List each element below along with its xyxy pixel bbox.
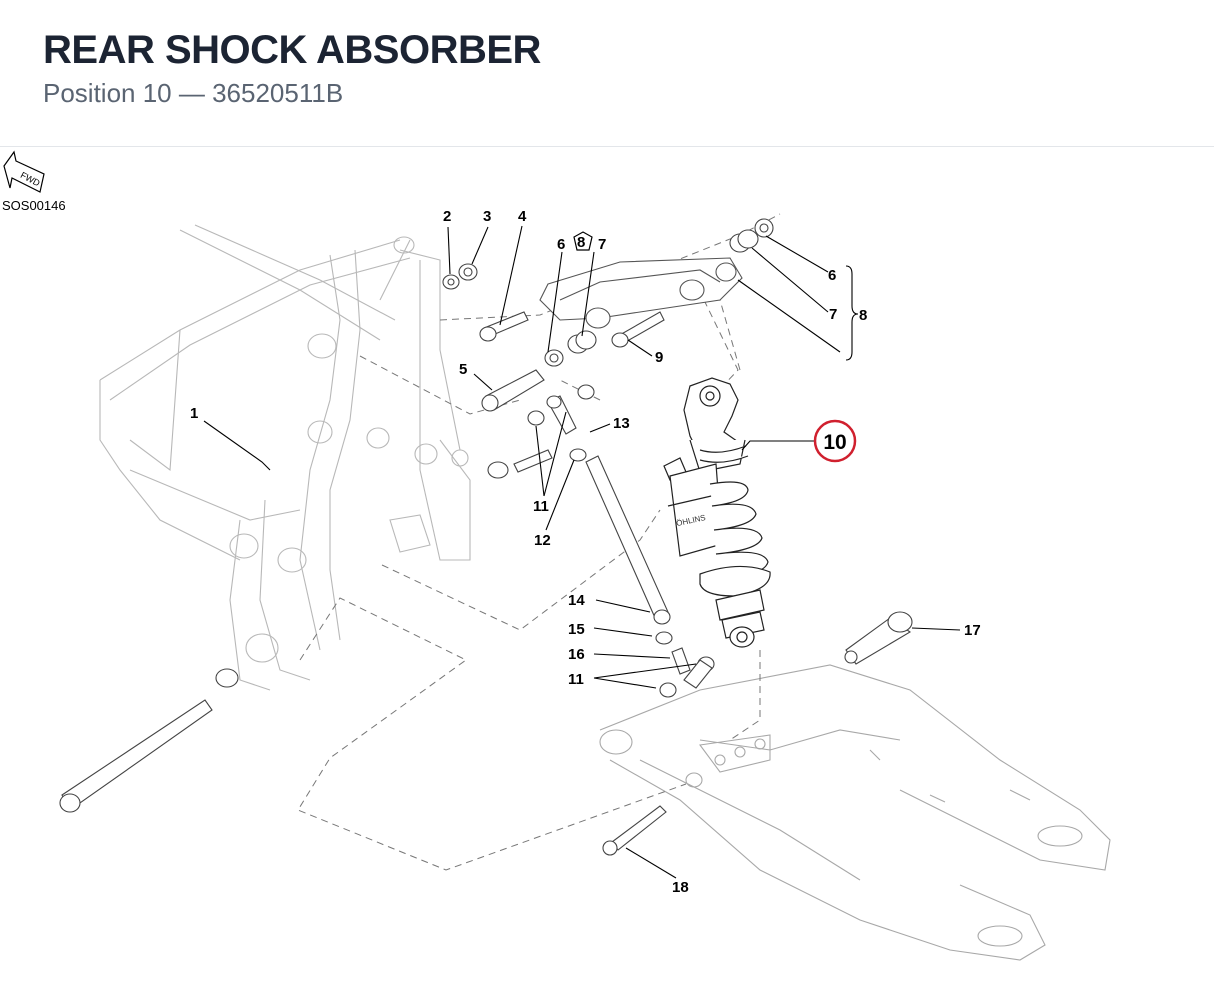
callout-18: 18 [672,879,689,896]
callout-5: 5 [459,361,467,378]
frame-outline [99,224,471,691]
washer-2 [442,274,460,290]
callout-1: 1 [190,405,198,422]
page-title: REAR SHOCK ABSORBER [43,28,541,72]
link-bushings-11-upper [527,384,595,426]
page-subtitle: Position 10 — 36520511B [43,78,344,108]
pivot-shaft [59,668,239,813]
callout-7-right: 7 [829,306,837,323]
leader-lines [203,225,961,879]
link-plate [546,395,577,435]
callout-labels: 1 2 3 4 5 6 8 7 6 7 8 9 10 11 12 13 14 1… [190,208,981,896]
threaded-pin [487,449,553,479]
bolt-9 [611,311,665,348]
seal-6-left [544,349,564,367]
bolt-4 [479,311,529,342]
callout-11-lower: 11 [568,671,584,688]
callout-11-upper: 11 [533,498,549,515]
bolt-18 [602,805,667,856]
callout-14: 14 [568,592,585,609]
callout-12: 12 [534,532,551,549]
callout-16: 16 [568,646,585,663]
pull-rod-14 [585,455,671,625]
callout-7-upper: 7 [598,236,606,253]
bolt-17 [844,611,913,665]
callout-8-upper: 8 [577,234,585,251]
seal-6-right [754,218,774,238]
callout-15: 15 [568,621,585,638]
exploded-parts-diagram: FWD [3,150,1111,961]
link-bushings-11-lower [659,656,715,698]
bearing-7-right [729,229,759,253]
highlight-circle-10 [813,419,857,463]
callout-6-right: 6 [828,267,836,284]
page-header: REAR SHOCK ABSORBER Position 10 — 365205… [0,0,1214,147]
callout-17: 17 [964,622,981,639]
callout-10: 10 [823,431,846,454]
callout-2: 2 [443,208,451,225]
callout-8-right: 8 [859,307,867,324]
washer-15 [655,631,673,645]
rocker-link [539,257,743,329]
washer-12 [569,448,587,462]
callout-9: 9 [655,349,663,366]
pentagon-marker [573,231,593,251]
callout-4: 4 [518,208,527,225]
swingarm [599,664,1111,961]
fwd-arrow-icon: FWD [3,150,45,193]
callout-13: 13 [613,415,630,432]
bushing-5 [481,369,545,412]
shock-absorber-10: ÖHLINS [663,377,771,648]
leader-10 [741,440,814,451]
callout-3: 3 [483,208,491,225]
bearing-7-left [567,330,597,354]
callout-6-upper: 6 [557,236,565,253]
stud-16 [671,647,691,675]
diagram-reference-code: SOS00146 [2,198,66,213]
spacer-3 [458,263,478,281]
